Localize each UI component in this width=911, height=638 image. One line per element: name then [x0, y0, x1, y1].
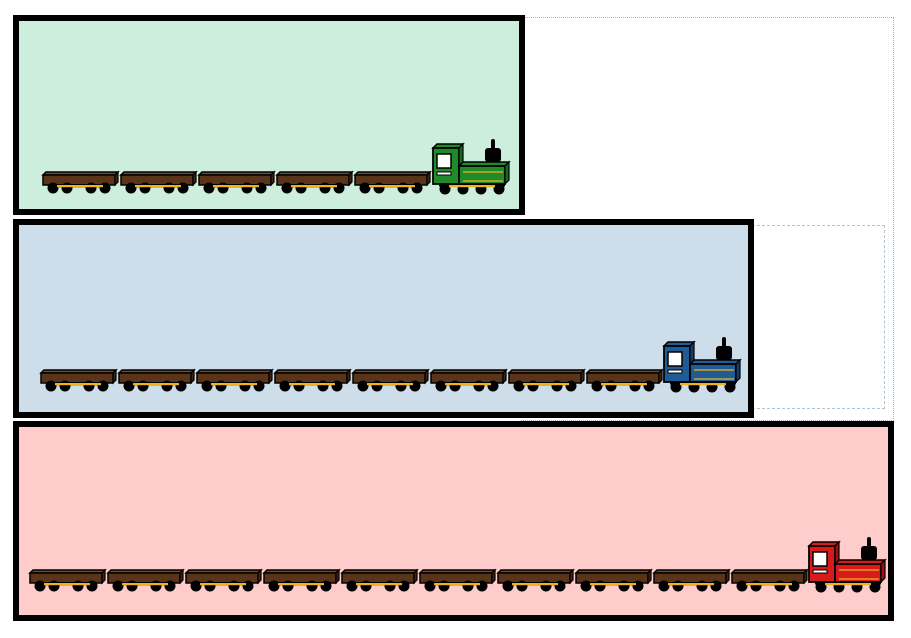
wagon-icon — [574, 568, 653, 592]
train-panel-blue — [13, 219, 754, 418]
wagon-icon — [106, 568, 185, 592]
wagon-icon — [195, 368, 274, 392]
wagon-icon — [353, 170, 432, 194]
train-panel-red — [13, 421, 894, 621]
wagon-icon — [418, 568, 497, 592]
locomotive-icon — [807, 537, 887, 593]
wagon-icon — [273, 368, 352, 392]
layout-guide-dashed — [752, 225, 885, 409]
train-svg-green — [41, 139, 511, 195]
locomotive-icon — [662, 337, 742, 393]
wagon-icon — [730, 568, 809, 592]
wagon-icon — [262, 568, 341, 592]
locomotive-icon — [431, 139, 511, 195]
wagon-icon — [117, 368, 196, 392]
wagon-icon — [184, 568, 263, 592]
train-svg-blue — [39, 337, 742, 393]
wagon-icon — [351, 368, 430, 392]
wagon-icon — [585, 368, 664, 392]
layout-guide-dotted — [521, 17, 894, 421]
wagon-icon — [429, 368, 508, 392]
train-svg-red — [28, 537, 887, 593]
train-panel-green — [13, 15, 525, 215]
wagon-icon — [507, 368, 586, 392]
wagon-icon — [41, 170, 120, 194]
wagon-icon — [28, 568, 107, 592]
wagon-icon — [652, 568, 731, 592]
wagon-icon — [496, 568, 575, 592]
wagon-icon — [39, 368, 118, 392]
wagon-icon — [275, 170, 354, 194]
wagon-icon — [340, 568, 419, 592]
wagon-icon — [119, 170, 198, 194]
wagon-icon — [197, 170, 276, 194]
